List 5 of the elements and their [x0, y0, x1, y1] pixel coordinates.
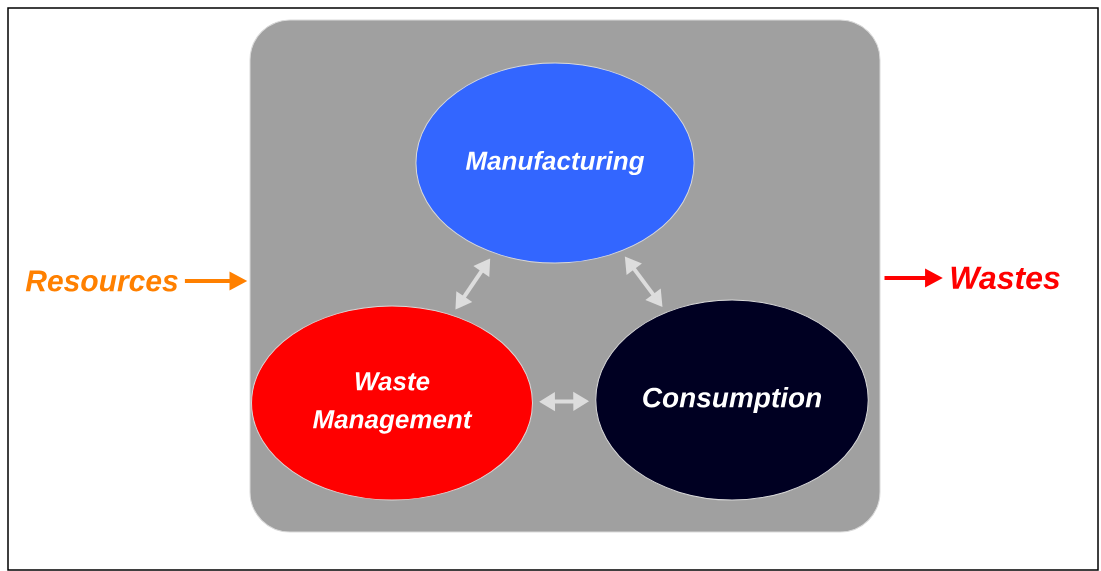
ellipse-node: Waste Management	[251, 305, 533, 501]
label-text: Wastes	[951, 266, 1060, 290]
ellipse-node: Consumption	[595, 299, 869, 501]
label-text: Resources	[25, 270, 178, 292]
ellipse-node: Manufacturing	[415, 62, 695, 264]
